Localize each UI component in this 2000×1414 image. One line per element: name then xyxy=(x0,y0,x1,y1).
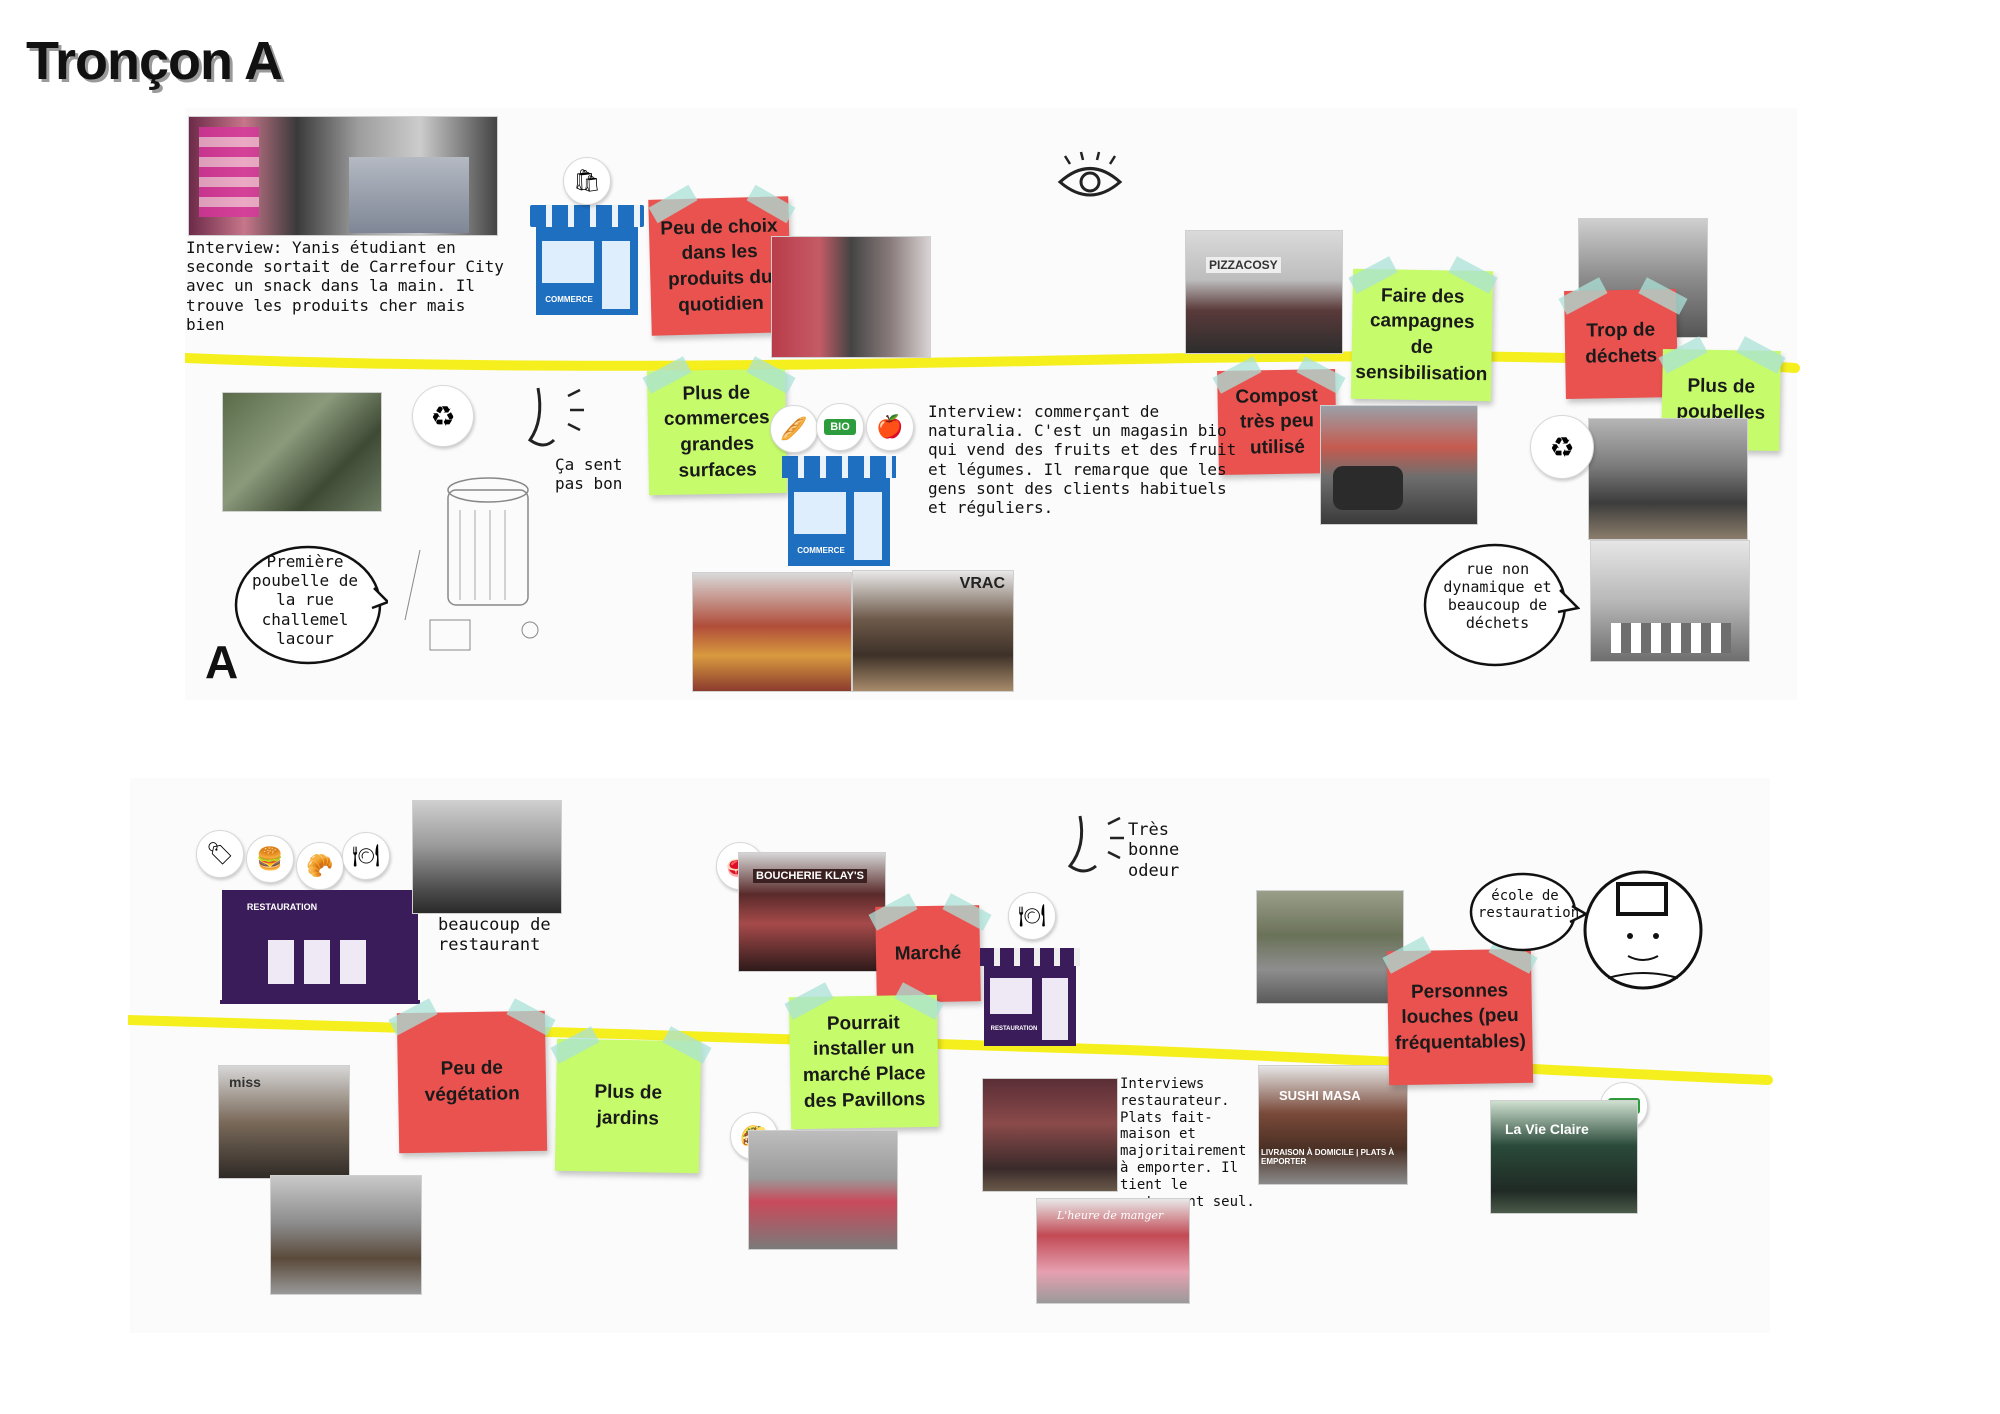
roadside-trash-photo xyxy=(222,392,382,512)
restaurant-base-line xyxy=(220,1000,420,1004)
eye-icon xyxy=(1057,151,1123,197)
boucherie-photo: BOUCHERIE KLAY'S xyxy=(738,852,886,972)
speech-bubble-ecole xyxy=(1469,872,1588,952)
commerce-label-2: COMMERCE xyxy=(797,546,845,555)
sticky-plus-de-jardins: Plus de jardins xyxy=(554,1038,702,1174)
restauration-label-2: RESTAURATION xyxy=(990,1026,1038,1032)
price-tag-icon: 🏷 xyxy=(196,830,244,878)
pizza-sign: PIZZACOSY xyxy=(1206,257,1281,273)
croissant-icon: 🥐 xyxy=(296,842,344,890)
crosswalk-photo xyxy=(1590,540,1750,662)
page-title: Tronçon A xyxy=(26,31,283,91)
storefront-photo xyxy=(771,236,931,358)
lheure-de-manger-photo: L'heure de manger xyxy=(1036,1198,1190,1304)
restauration-label: RESTAURATION xyxy=(246,902,318,912)
restaurant-small-icon: RESTAURATION xyxy=(980,948,1080,1048)
nose-icon xyxy=(527,387,584,447)
section-letter-a: A xyxy=(205,636,239,688)
corner-shop-photo xyxy=(748,1130,898,1250)
beaucoup-de-restaurant-note: beaucoup de restaurant xyxy=(438,915,551,956)
boucherie-sign: BOUCHERIE KLAY'S xyxy=(753,869,867,883)
recycling-icon: ♻ xyxy=(1530,415,1594,479)
restaurant-street-photo xyxy=(412,800,562,914)
tres-bonne-odeur-note: Très bonne odeur xyxy=(1128,820,1180,881)
vrac-sign: VRAC xyxy=(959,575,1005,592)
plate-icon: 🍽 xyxy=(342,832,390,880)
street-car-photo xyxy=(1320,405,1478,525)
ca-sent-pas-bon-note: Ça sent pas bon xyxy=(555,455,623,494)
bio-label: BIO xyxy=(824,419,856,435)
interview-yanis-note: Interview: Yanis étudiant en seconde sor… xyxy=(186,238,504,334)
bread-icon: 🥖 xyxy=(770,405,818,453)
supermarket-photo xyxy=(188,116,498,236)
sticky-plus-de-commerces: Plus de commerces grandes surfaces xyxy=(646,368,788,496)
restaurant-shop-icon: RESTAURATION xyxy=(222,890,418,1002)
plate-icon-2: 🍽 xyxy=(1008,892,1056,940)
speech-bubble-poubelle xyxy=(234,545,388,665)
sticky-personnes-louches: Personnes louches (peu fréquentables) xyxy=(1386,948,1534,1086)
bio-tag-icon: BIO xyxy=(816,403,864,451)
burger-icon: 🍔 xyxy=(246,835,294,883)
nose-icon-2 xyxy=(1067,815,1124,873)
miss-sign: miss xyxy=(229,1074,261,1090)
interview-commercant-note: Interview: commerçant de naturalia. C'es… xyxy=(928,402,1237,517)
sticky-faire-des-campagnes: Faire des campagnes de sensibilisation xyxy=(1350,268,1494,402)
trash-bags-photo xyxy=(1588,418,1748,540)
sushi-sign: SUSHI MASA xyxy=(1279,1088,1361,1103)
speech-bubble-rue xyxy=(1423,543,1580,667)
la-vie-claire-photo: La Vie Claire xyxy=(1490,1100,1638,1214)
sticky-pourrait-installer: Pourrait installer un marché Place des P… xyxy=(788,994,940,1130)
shopping-bag-icon: 🛍 xyxy=(563,157,611,205)
sushi-sub-sign: LIVRAISON À DOMICILE | PLATS À EMPORTER xyxy=(1261,1148,1395,1166)
premiere-poubelle-note: Première poubelle de la rue challemel la… xyxy=(252,552,358,648)
trash-can-sketch xyxy=(404,477,539,651)
garbage-icon: ♻ xyxy=(412,385,474,447)
ecole-de-restauration-note: école de restauration xyxy=(1478,888,1580,921)
apple-icon: 🍎 xyxy=(866,403,914,451)
lheure-sign: L'heure de manger xyxy=(1057,1209,1164,1222)
miss-shop-photo: miss xyxy=(218,1065,350,1179)
commerce-label: COMMERCE xyxy=(545,295,593,304)
top-yellow-line xyxy=(185,351,1800,373)
vrac-photo: VRAC xyxy=(852,570,1014,692)
sticky-peu-de-vegetation: Peu de végétation xyxy=(396,1010,548,1154)
restaurant-interior-photo xyxy=(982,1078,1118,1192)
chalkboard-photo xyxy=(270,1175,422,1295)
commerce-shop-icon: COMMERCE xyxy=(530,205,644,317)
commerce-shop-icon-2: COMMERCE xyxy=(782,456,896,568)
chef-drawing xyxy=(1583,870,1703,990)
tree-street-photo xyxy=(1256,890,1404,1004)
interview-restaurateur-note: Interviews restaurateur. Plats fait-mais… xyxy=(1120,1076,1255,1210)
rue-non-dynamique-note: rue non dynamique et beaucoup de déchets xyxy=(1443,560,1552,632)
pizza-shop-photo: PIZZACOSY xyxy=(1185,230,1343,354)
lavie-sign: La Vie Claire xyxy=(1505,1121,1589,1137)
fruit-stand-photo xyxy=(692,572,852,692)
sushi-masa-photo: SUSHI MASA LIVRAISON À DOMICILE | PLATS … xyxy=(1258,1065,1408,1185)
